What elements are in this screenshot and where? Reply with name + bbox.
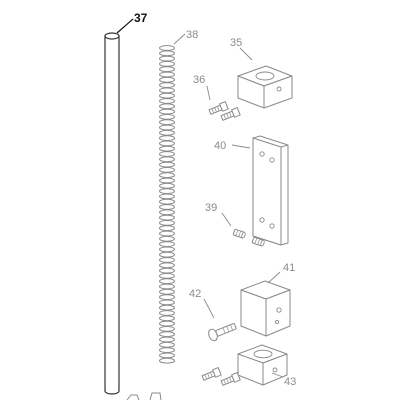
spring-coil	[159, 235, 175, 242]
spring-coil	[159, 204, 175, 210]
spring-coil	[159, 326, 175, 332]
callout-38[interactable]: 38	[186, 29, 198, 41]
spring-coil	[159, 98, 175, 104]
callout-43[interactable]: 43	[284, 376, 296, 388]
spring-coil	[159, 172, 175, 179]
spring-coil	[159, 71, 175, 78]
screw-pair-part-43[interactable]	[201, 367, 241, 387]
spring-coil	[159, 92, 175, 99]
spring-coil	[159, 299, 175, 306]
spring-coil	[159, 182, 175, 189]
plate-part-40[interactable]	[252, 135, 289, 246]
spring-coil	[159, 225, 175, 232]
callout-37[interactable]: 37	[134, 11, 148, 25]
callout-35[interactable]: 35	[230, 37, 242, 49]
spring-coil	[159, 336, 175, 343]
callout-36[interactable]: 36	[193, 74, 205, 86]
spring-coil	[159, 257, 175, 263]
spring-coil	[159, 82, 175, 88]
spring-coil	[159, 129, 175, 136]
callout-leader-38	[173, 33, 186, 45]
spring-coil	[159, 304, 175, 311]
spring-coil	[159, 66, 175, 73]
spring-coil	[159, 230, 175, 237]
spring-coil	[159, 347, 175, 354]
spring-coil	[159, 76, 175, 83]
spring-coil	[159, 241, 175, 248]
callout-41[interactable]: 41	[283, 262, 295, 274]
block-part-41[interactable]	[240, 280, 291, 337]
spring-coil	[159, 103, 175, 110]
spring-coil	[159, 315, 175, 322]
callout-leader-42	[203, 298, 215, 319]
screw-pair-part-36[interactable]	[208, 101, 241, 122]
spring-coil	[159, 267, 175, 274]
spring-coil	[159, 161, 175, 168]
spring-coil	[159, 114, 175, 120]
spring-coil	[159, 119, 175, 126]
callout-leader-35	[239, 47, 253, 61]
spring-coil	[159, 135, 175, 142]
spring-coil	[159, 188, 175, 195]
spring-coil	[159, 198, 175, 205]
callout-leader-36	[206, 85, 211, 101]
spring-coil	[159, 209, 175, 216]
rod-part-37[interactable]	[104, 32, 120, 395]
callout-40[interactable]: 40	[214, 140, 226, 152]
spring-coil	[159, 177, 175, 184]
spring-coil	[159, 331, 175, 338]
callout-leader-43	[271, 372, 284, 378]
spring-coil	[159, 50, 175, 57]
callout-leader-39	[221, 212, 232, 227]
spring-coil	[159, 310, 175, 316]
spring-coil	[159, 214, 175, 221]
spring-coil	[159, 167, 175, 173]
spring-coil	[159, 251, 175, 258]
spring-coil	[159, 357, 175, 364]
callout-leader-40	[231, 144, 251, 149]
spring-coil	[159, 320, 175, 327]
spring-coil	[159, 156, 175, 163]
spring-coil	[159, 278, 175, 285]
spring-coil	[159, 352, 175, 359]
block-part-43[interactable]	[237, 344, 288, 386]
callout-42[interactable]: 42	[189, 288, 201, 300]
spring-coil	[159, 140, 175, 147]
spring-coil	[159, 246, 175, 253]
spring-coil	[159, 108, 175, 115]
callout-leader-37	[116, 18, 134, 34]
spring-coil	[159, 220, 175, 226]
callout-39[interactable]: 39	[205, 202, 217, 214]
spring-coil	[159, 145, 175, 152]
spring-part-38[interactable]	[159, 45, 175, 364]
callout-leader-41	[267, 271, 281, 284]
partial-part-bottom-edge	[126, 392, 162, 400]
spring-coil	[159, 55, 175, 62]
spring-coil	[159, 341, 175, 348]
spring-coil	[159, 193, 175, 200]
spring-coil	[159, 151, 175, 157]
spring-coil	[159, 124, 175, 131]
spring-coil	[159, 288, 175, 295]
spring-coil	[159, 61, 175, 67]
spring-coil	[159, 294, 175, 301]
spring-coil	[159, 262, 175, 269]
spring-coil	[159, 45, 175, 51]
bolt-part-42[interactable]	[207, 320, 237, 342]
spring-coil	[159, 273, 175, 279]
spring-coil	[159, 283, 175, 290]
set-screw-pair-part-39[interactable]	[232, 228, 265, 247]
block-part-35[interactable]	[237, 65, 293, 109]
spring-coil	[159, 87, 175, 94]
